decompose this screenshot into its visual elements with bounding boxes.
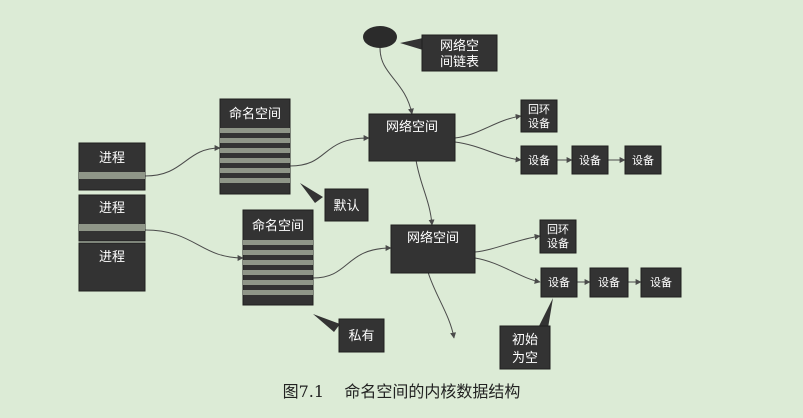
- device-label-1c: 设备: [632, 153, 654, 167]
- device-box-2c: [640, 267, 682, 298]
- figure-number: 图7.1: [282, 382, 325, 401]
- loopback-device-box-2: [539, 219, 577, 254]
- process-box-2: 进程: [78, 194, 146, 242]
- edge-net2-to-dev2a: [474, 257, 541, 284]
- process-label-1: 进程: [99, 151, 125, 166]
- device-label-1a: 设备: [528, 153, 550, 167]
- figure-title: 命名空间的内核数据结构: [344, 382, 521, 401]
- private-callout-pointer: [313, 314, 340, 332]
- netlist-label-line2: 间链表: [440, 55, 479, 70]
- edge-net1-to-loop1: [454, 113, 522, 139]
- edge-ns2-to-net2: [312, 245, 392, 279]
- edge-net2-to-loop2: [474, 233, 541, 253]
- net-namespace-label-1: 网络空间: [386, 119, 438, 135]
- namespace-title-1: 命名空间: [229, 106, 281, 122]
- default-callout: [324, 188, 369, 222]
- device-box-1c: [624, 145, 662, 175]
- process-box-3: 进程: [78, 242, 146, 292]
- edge-net2-down: [427, 271, 457, 339]
- edge-ellipse-to-net1: [379, 47, 414, 115]
- init-empty-label-line2: 为空: [512, 351, 538, 366]
- default-label: 默认: [333, 198, 359, 214]
- private-label: 私有: [348, 329, 374, 344]
- device-label-2c: 设备: [650, 275, 672, 289]
- namespace-box-2: 命名空间: [242, 209, 314, 306]
- loopback-device-box-1: [520, 99, 558, 133]
- net-namespace-box-2: [390, 224, 476, 274]
- device-label-2a: 设备: [548, 275, 570, 289]
- netlist-head-ellipse: [363, 26, 397, 48]
- edge-net1-to-dev1a: [454, 141, 522, 163]
- namespace-title-2: 命名空间: [252, 218, 304, 234]
- device-box-1b: [571, 145, 609, 175]
- device-label-2b: 设备: [598, 275, 620, 289]
- netlist-callout-pointer: [400, 38, 423, 50]
- device-box-2b: [589, 267, 629, 298]
- process-label-3: 进程: [99, 250, 125, 265]
- device-box-1a: [520, 145, 558, 175]
- edge-ns1-to-net1: [289, 135, 370, 167]
- loopback-label-1-line2: 设备: [528, 116, 550, 130]
- init-empty-callout: [499, 325, 551, 370]
- process-box-1: 进程: [78, 142, 146, 191]
- loopback-label-2-line1: 回环: [547, 223, 569, 236]
- device-box-2a: [540, 267, 578, 298]
- init-empty-callout-pointer: [539, 298, 553, 328]
- namespace-box-1: 命名空间: [219, 98, 291, 195]
- netlist-callout: [421, 34, 498, 72]
- figure-caption: 图7.1 命名空间的内核数据结构: [0, 378, 803, 402]
- edge-net1-to-net2: [415, 159, 435, 226]
- process-label-2: 进程: [99, 201, 125, 216]
- init-empty-label-line1: 初始: [512, 333, 538, 348]
- edge-process2-to-ns2: [144, 229, 244, 261]
- net-namespace-label-2: 网络空间: [407, 230, 459, 246]
- default-callout-pointer: [300, 183, 323, 203]
- loopback-label-2-line2: 设备: [547, 236, 569, 250]
- device-label-1b: 设备: [579, 153, 601, 167]
- net-namespace-box-1: [368, 113, 456, 162]
- netlist-label-line1: 网络空: [440, 38, 479, 54]
- edge-process1-to-ns1: [144, 145, 221, 177]
- loopback-label-1-line1: 回环: [528, 103, 550, 116]
- private-callout: [338, 318, 385, 353]
